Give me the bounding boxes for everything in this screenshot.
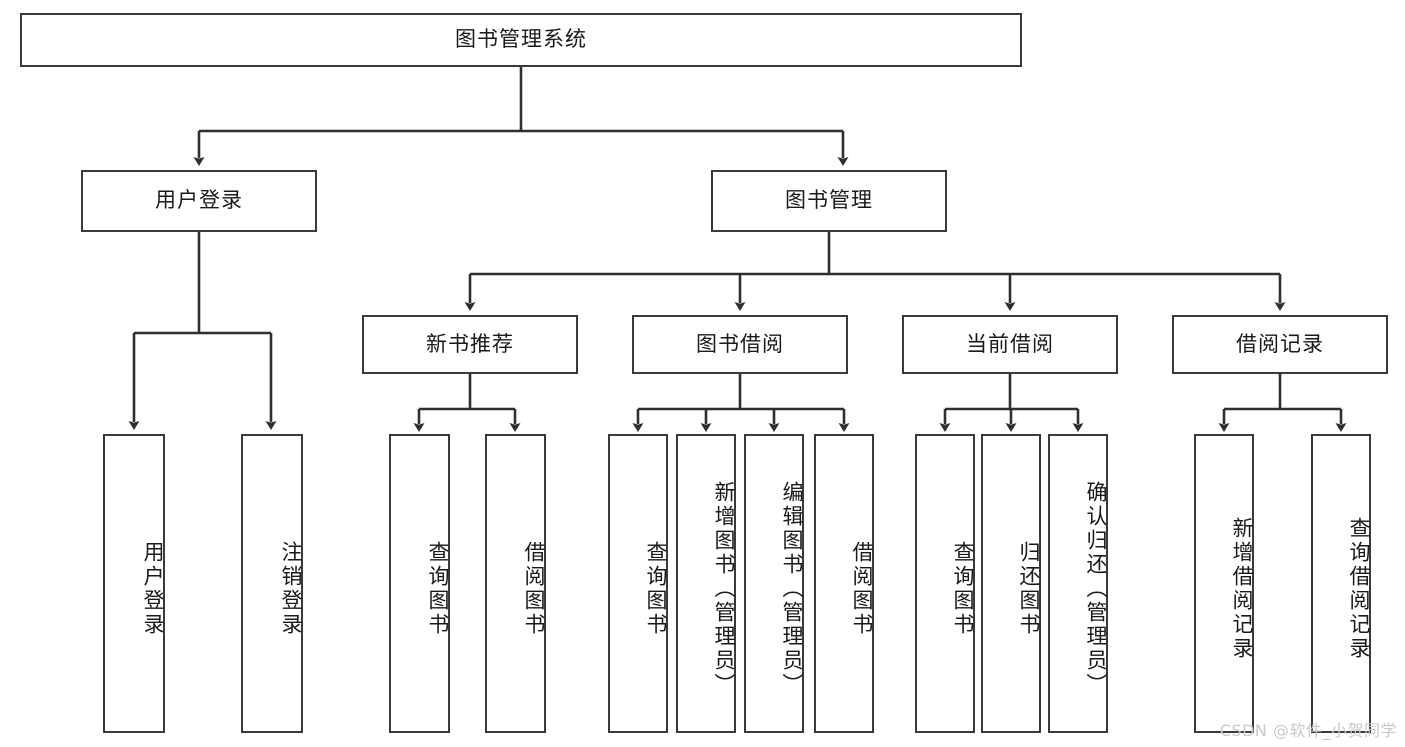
node-book-manage-label: 图书管理 xyxy=(785,188,873,213)
node-leaf-query-book-3[interactable]: 查询图书 xyxy=(915,434,975,733)
node-leaf-logout-login-label: 注销登录 xyxy=(279,540,303,637)
node-book-manage[interactable]: 图书管理 xyxy=(711,170,947,232)
node-new-book-recommend-label: 新书推荐 xyxy=(426,331,514,356)
node-root[interactable]: 图书管理系统 xyxy=(20,13,1022,67)
node-leaf-query-book-2-label: 查询图书 xyxy=(644,540,668,637)
node-new-book-recommend[interactable]: 新书推荐 xyxy=(362,315,578,374)
node-borrow-record-label: 借阅记录 xyxy=(1236,331,1324,356)
node-leaf-query-book-1-label: 查询图书 xyxy=(426,540,450,637)
node-root-label: 图书管理系统 xyxy=(455,27,587,52)
node-leaf-borrow-book-1[interactable]: 借阅图书 xyxy=(485,434,546,733)
node-leaf-user-login-label: 用户登录 xyxy=(141,540,165,637)
node-leaf-confirm-return-label: 确认归还（管理员） xyxy=(1084,480,1108,697)
node-leaf-borrow-book-2-label: 借阅图书 xyxy=(850,540,874,637)
node-leaf-add-record[interactable]: 新增借阅记录 xyxy=(1194,434,1254,733)
node-leaf-query-book-1[interactable]: 查询图书 xyxy=(389,434,450,733)
node-leaf-add-book-label: 新增图书（管理员） xyxy=(712,480,736,697)
node-current-borrow[interactable]: 当前借阅 xyxy=(902,315,1118,374)
node-leaf-return-book[interactable]: 归还图书 xyxy=(981,434,1041,733)
node-leaf-add-book[interactable]: 新增图书（管理员） xyxy=(676,434,736,733)
node-borrow-record[interactable]: 借阅记录 xyxy=(1172,315,1388,374)
node-user-login-label: 用户登录 xyxy=(155,188,243,213)
node-leaf-query-record-label: 查询借阅记录 xyxy=(1347,516,1371,661)
node-leaf-logout-login[interactable]: 注销登录 xyxy=(241,434,303,733)
node-book-borrow-label: 图书借阅 xyxy=(696,331,784,356)
node-leaf-query-book-2[interactable]: 查询图书 xyxy=(608,434,668,733)
node-user-login[interactable]: 用户登录 xyxy=(81,170,317,232)
node-leaf-user-login[interactable]: 用户登录 xyxy=(103,434,165,733)
node-leaf-query-book-3-label: 查询图书 xyxy=(951,540,975,637)
node-leaf-query-record[interactable]: 查询借阅记录 xyxy=(1311,434,1371,733)
node-leaf-confirm-return[interactable]: 确认归还（管理员） xyxy=(1048,434,1108,733)
node-leaf-return-book-label: 归还图书 xyxy=(1017,540,1041,637)
node-leaf-borrow-book-1-label: 借阅图书 xyxy=(522,540,546,637)
node-current-borrow-label: 当前借阅 xyxy=(966,331,1054,356)
node-leaf-edit-book-label: 编辑图书（管理员） xyxy=(780,480,804,697)
node-leaf-edit-book[interactable]: 编辑图书（管理员） xyxy=(744,434,804,733)
node-leaf-add-record-label: 新增借阅记录 xyxy=(1230,516,1254,661)
node-leaf-borrow-book-2[interactable]: 借阅图书 xyxy=(814,434,874,733)
node-book-borrow[interactable]: 图书借阅 xyxy=(632,315,848,374)
